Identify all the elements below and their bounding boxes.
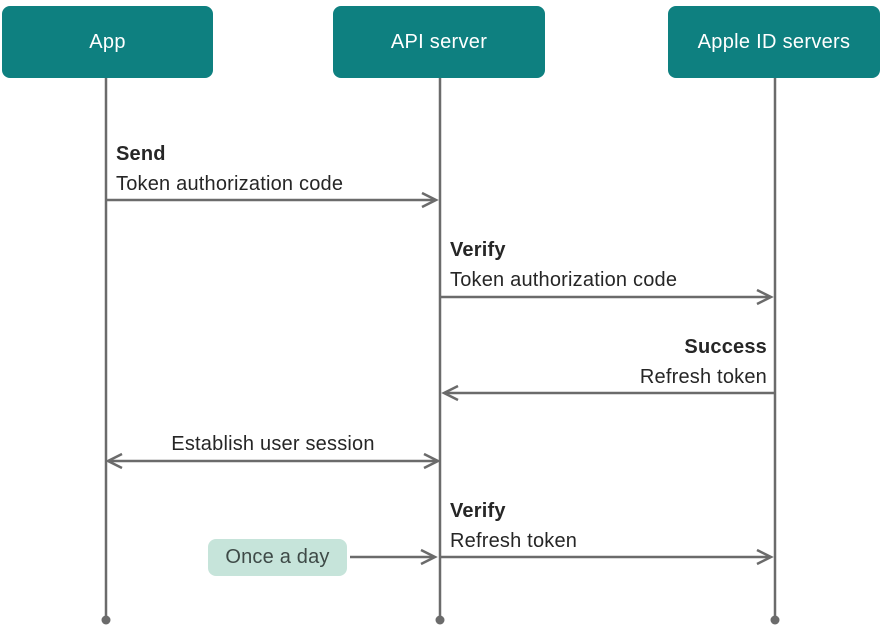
- message-subtitle: Refresh token: [639, 366, 767, 388]
- arrow-once-a-day-connector: [350, 548, 438, 566]
- message-title: Verify: [450, 500, 506, 522]
- arrowhead-right-icon: [420, 548, 438, 566]
- message-subtitle: Token authorization code: [116, 173, 344, 195]
- arrow-verify-refresh-token: [440, 548, 774, 566]
- lifelines: [104, 78, 777, 620]
- lifeline-dot-api-server: [435, 615, 445, 625]
- actor-label: API server: [390, 30, 488, 53]
- note-label: Once a day: [225, 546, 330, 568]
- arrowhead-left-icon: [441, 384, 459, 402]
- actor-apple-id-servers: Apple ID servers: [668, 6, 880, 78]
- lifeline-dot-apple-id-servers: [770, 615, 780, 625]
- message-establish-user-session: Establish user session: [106, 429, 440, 459]
- message-subtitle: Token authorization code: [450, 269, 678, 291]
- lifeline-dot-app: [101, 615, 111, 625]
- arrowhead-left-icon: [105, 452, 123, 470]
- arrowhead-right-icon: [756, 288, 774, 306]
- message-success-refresh-token: Success Refresh token: [640, 332, 767, 392]
- message-verify-refresh-token: Verify Refresh token: [450, 496, 577, 556]
- arrowhead-right-icon: [423, 452, 441, 470]
- message-title: Success: [684, 336, 767, 358]
- message-subtitle: Refresh token: [450, 530, 578, 552]
- arrow-success-refresh-token: [441, 384, 775, 402]
- message-title: Send: [116, 143, 166, 165]
- message-verify-token-authorization-code: Verify Token authorization code: [450, 235, 677, 295]
- message-title: Establish user session: [171, 433, 375, 455]
- arrow-establish-user-session: [105, 452, 441, 470]
- actor-label: Apple ID servers: [697, 30, 851, 53]
- arrowhead-right-icon: [756, 548, 774, 566]
- lifeline-end-dots: [101, 615, 780, 625]
- arrow-send-token-authorization-code: [106, 191, 439, 209]
- message-send-token-authorization-code: Send Token authorization code: [116, 139, 343, 199]
- actor-app: App: [2, 6, 213, 78]
- note-once-a-day: Once a day: [208, 539, 347, 576]
- arrow-verify-token-authorization-code: [440, 288, 774, 306]
- arrowhead-right-icon: [421, 191, 439, 209]
- actor-label: App: [89, 30, 126, 53]
- message-arrows: [105, 191, 775, 566]
- actor-api-server: API server: [333, 6, 545, 78]
- message-title: Verify: [450, 239, 506, 261]
